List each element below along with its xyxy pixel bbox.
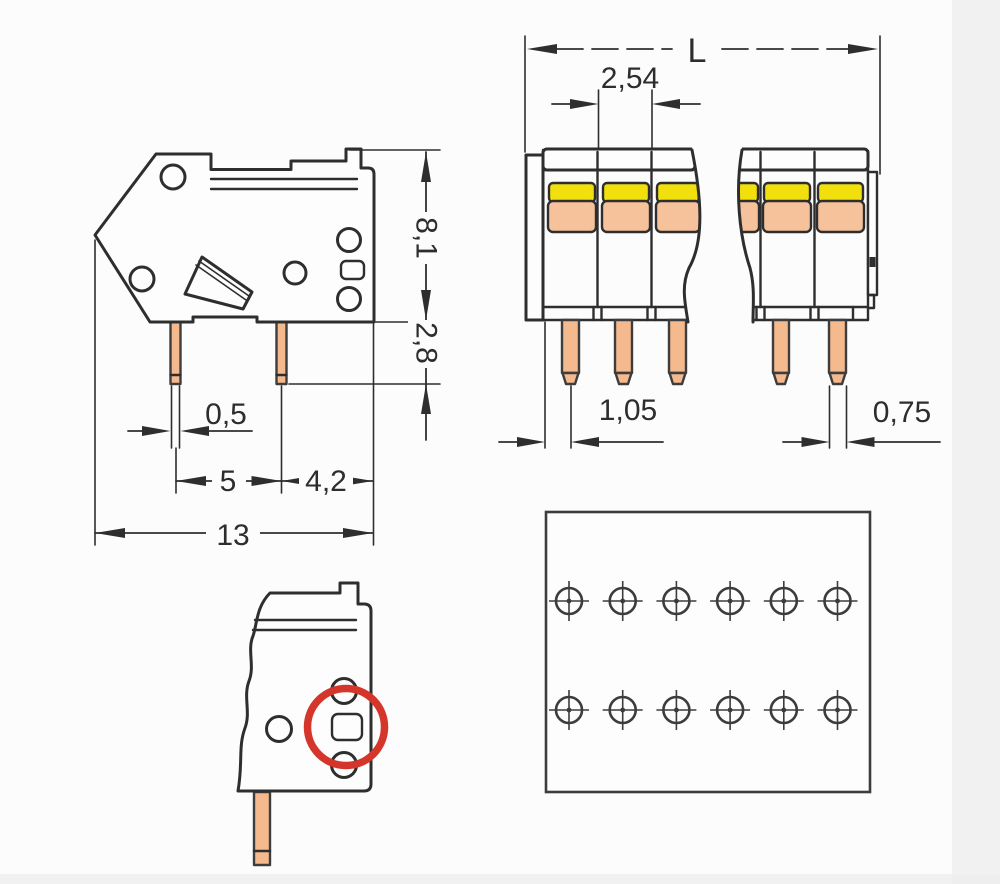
detail-highlight-ring <box>303 684 389 770</box>
dim-last-pin-width: 0,75 <box>782 385 941 449</box>
drill-hole-marker <box>817 581 858 621</box>
front-view <box>524 147 879 386</box>
drilling-template <box>544 510 872 794</box>
detail-side-view <box>236 581 389 867</box>
actuator-orange <box>546 199 598 234</box>
solder-pin <box>613 318 634 386</box>
dim-edge-offset: 4,2 <box>281 462 373 500</box>
dim-pin-thickness-label: 0,5 <box>205 398 247 431</box>
clamp-hole <box>159 163 187 191</box>
push-button-yellow <box>762 181 812 204</box>
top-cap <box>541 147 697 172</box>
dim-pin-protrusion: 2,8 <box>408 320 444 441</box>
dim-pole-pitch-label: 2,54 <box>601 62 659 95</box>
dim-total-length-label: L <box>688 32 707 70</box>
drill-hole-marker <box>656 581 697 621</box>
actuator-orange <box>815 199 866 234</box>
side-view <box>93 147 376 386</box>
clamp-hole <box>282 260 308 286</box>
dim-total-depth-label: 13 <box>216 519 249 552</box>
drill-hole-marker <box>656 690 697 730</box>
drill-hole-marker <box>602 581 643 621</box>
solder-pin <box>169 320 182 386</box>
top-cap <box>738 147 870 172</box>
actuator-orange <box>600 199 652 234</box>
right-margin <box>952 0 1000 884</box>
solder-pin <box>252 790 272 867</box>
drill-hole-marker <box>549 581 589 621</box>
clamp-hole <box>128 265 156 293</box>
end-plate <box>524 153 545 322</box>
push-button-yellow <box>601 181 651 204</box>
push-button-yellow <box>547 181 597 204</box>
test-slot <box>330 712 364 742</box>
dim-total-depth: 13 <box>94 514 374 552</box>
solder-pin <box>827 318 848 386</box>
dim-pin-spacing-label: 5 <box>220 465 237 498</box>
pcb-outline <box>544 510 872 794</box>
drill-hole-marker <box>763 581 804 621</box>
test-slot <box>339 259 366 281</box>
actuator-orange <box>654 199 700 234</box>
drill-hole-marker <box>710 581 751 621</box>
drill-hole-marker <box>763 690 804 730</box>
side-view-dimensions: 8,1 2,8 0,5 5 4,2 <box>94 149 444 552</box>
dim-pin-thickness: 0,5 <box>127 398 253 436</box>
drill-holes <box>549 581 858 730</box>
side-hole <box>336 227 362 253</box>
dim-pin-protrusion-label: 2,8 <box>410 322 443 364</box>
dim-height: 8,1 <box>408 151 444 321</box>
actuator-orange <box>761 199 813 234</box>
dim-total-length: L <box>524 32 881 175</box>
push-button-yellow <box>738 181 760 204</box>
drill-hole-marker <box>549 690 589 730</box>
solder-pin <box>667 318 688 386</box>
drill-hole-marker <box>710 690 751 730</box>
dim-height-label: 8,1 <box>410 217 443 259</box>
front-view-dimensions: L 2,54 1,05 <box>498 32 941 449</box>
actuator-lever <box>183 255 254 311</box>
solder-pin <box>275 320 288 386</box>
actuator-orange <box>738 199 761 234</box>
side-latch <box>866 170 879 310</box>
dim-first-pin-width: 1,05 <box>498 321 664 449</box>
break-line <box>682 148 702 324</box>
break-line <box>737 148 755 324</box>
side-hole <box>336 286 362 312</box>
dim-pole-pitch: 2,54 <box>551 62 701 149</box>
dim-edge-offset-label: 4,2 <box>305 465 347 498</box>
dim-first-pin-width-label: 1,05 <box>599 394 657 427</box>
drill-hole-marker <box>602 690 643 730</box>
clamp-hole <box>265 715 293 743</box>
push-button-yellow <box>816 181 865 204</box>
bottom-margin <box>0 874 1000 884</box>
solder-pin <box>560 318 581 386</box>
dim-last-pin-width-label: 0,75 <box>873 396 931 429</box>
push-button-yellow <box>655 181 700 204</box>
solder-pin <box>771 318 791 386</box>
dim-pin-spacing: 5 <box>175 462 374 500</box>
drill-hole-marker <box>817 690 858 730</box>
